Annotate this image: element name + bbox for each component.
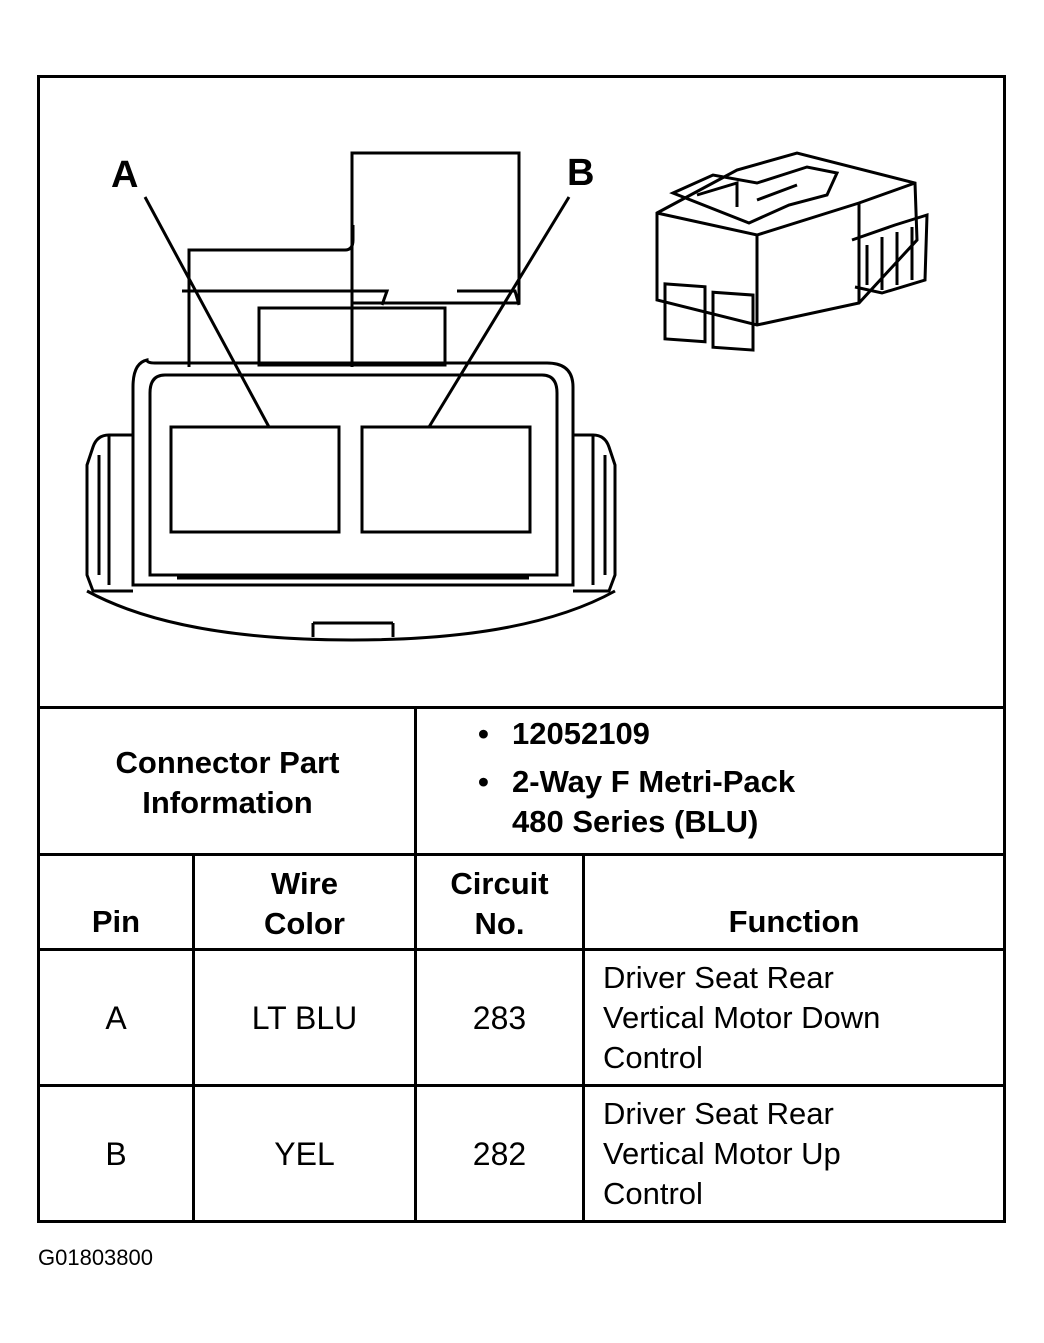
connector-base [86, 589, 616, 642]
connector-part-info-label: Connector Part Information [115, 744, 340, 820]
row-a-circuit-no: 283 [472, 999, 527, 1036]
row-a-wire-color-cell: LT BLU [195, 951, 414, 1084]
column-divider-pin [192, 853, 195, 1223]
connector-top-step [187, 225, 355, 367]
row-b-pin: B [105, 1135, 127, 1172]
info-item-connector-type: • 2-Way F Metri-Pack 480 Series (BLU) [478, 762, 998, 842]
row-b-circuit-cell: 282 [417, 1087, 582, 1220]
table-row: A [40, 951, 192, 1084]
header-bottom-border [37, 948, 1006, 951]
right-latch-inner [591, 435, 607, 585]
row-a-pin: A [105, 999, 127, 1036]
header-pin: Pin [91, 904, 141, 939]
column-divider-circuit [582, 853, 585, 1223]
header-function: Function [728, 904, 860, 939]
row-b-wire-color: YEL [274, 1135, 335, 1172]
row-a-function: Driver Seat Rear Vertical Motor Down Con… [603, 960, 881, 1075]
bullet-icon: • [478, 764, 489, 799]
connector-top-ledge [182, 289, 521, 306]
connector-body-inner [148, 373, 559, 577]
leader-line-a [143, 196, 271, 428]
leader-line-b [427, 196, 571, 428]
connector-body-outer [131, 358, 575, 587]
cavity-b [360, 425, 532, 534]
row-b-circuit-no: 282 [472, 1135, 527, 1172]
connector-base-notch [311, 621, 395, 637]
row-b-function: Driver Seat Rear Vertical Motor Up Contr… [603, 1096, 841, 1211]
figure-id: G01803800 [38, 1245, 153, 1270]
pin-label-b: B [567, 152, 594, 194]
pin-label-a: A [111, 154, 138, 196]
column-divider-info [414, 706, 417, 1223]
connector-top-tab [350, 151, 521, 367]
header-wire-color: Wire Color [264, 866, 345, 941]
row-a-circuit-cell: 283 [417, 951, 582, 1084]
header-circuit-no: Circuit No. [450, 866, 549, 941]
bullet-icon: • [478, 716, 489, 751]
table-row: B [40, 1087, 192, 1220]
connector-lock-tab [257, 306, 447, 367]
info-item-part-number: • 12052109 [478, 714, 998, 754]
connector-part-info-list: • 12052109 • 2-Way F Metri-Pack 480 Seri… [478, 714, 998, 850]
info-bottom-border [37, 853, 1006, 856]
cavity-a [169, 425, 341, 534]
row-a-wire-color: LT BLU [251, 999, 358, 1036]
row-b-wire-color-cell: YEL [195, 1087, 414, 1220]
connector-base-line [133, 576, 573, 587]
connector-diagram: A B [85, 151, 929, 642]
connector-isometric-icon [655, 151, 929, 352]
row-a-bottom-border [37, 1084, 1006, 1087]
left-latch-inner [97, 435, 111, 585]
table-top-border [37, 706, 1006, 709]
figure-frame [37, 75, 1006, 1223]
